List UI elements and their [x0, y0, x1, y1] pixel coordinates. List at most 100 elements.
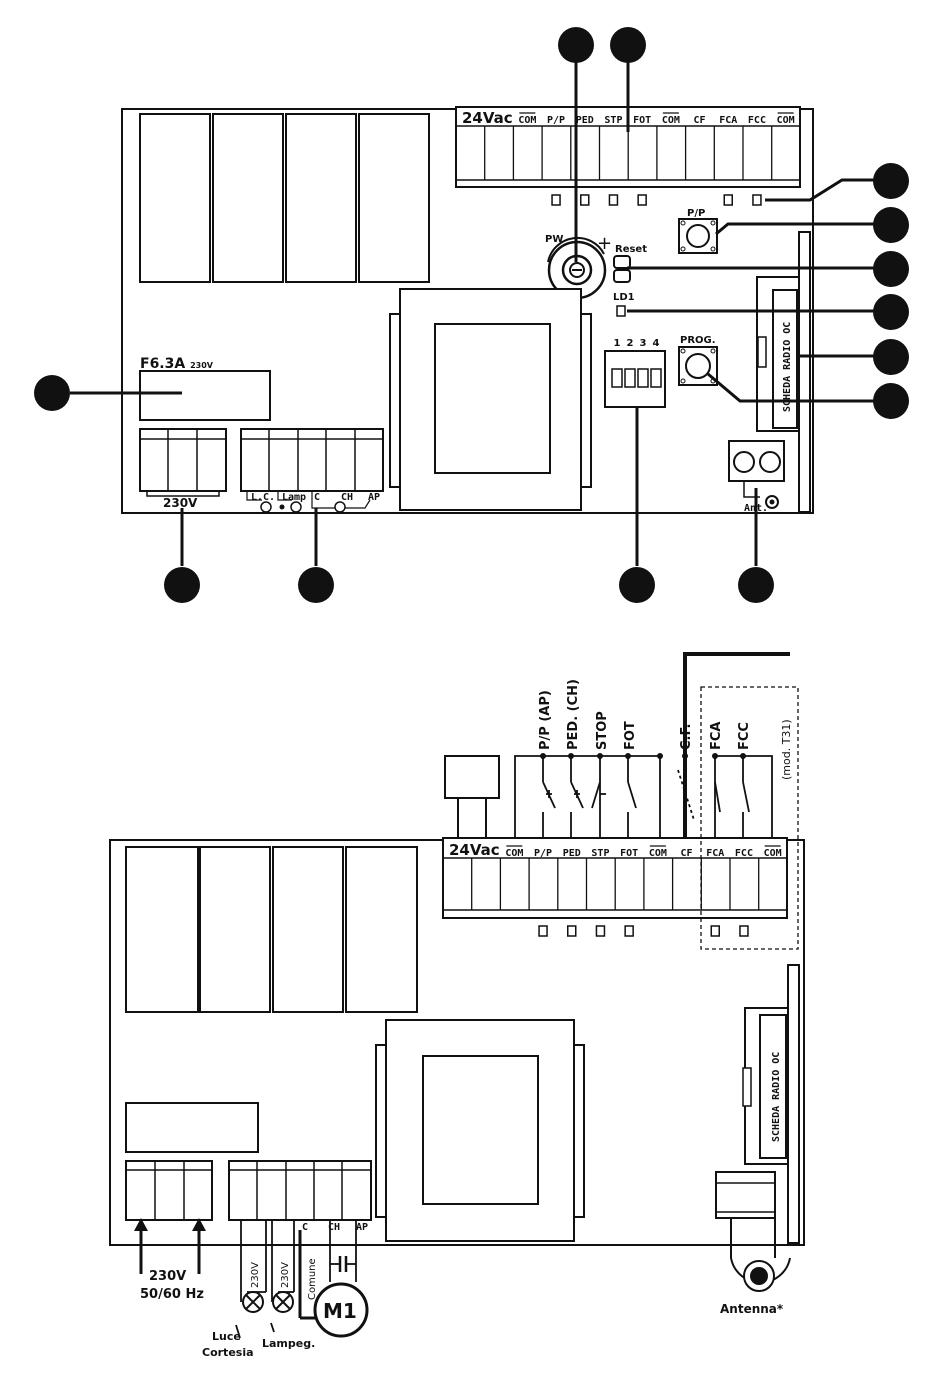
radio-card	[772, 289, 798, 429]
radio-card	[759, 1014, 787, 1159]
cortesia-label: Cortesia	[202, 1346, 254, 1359]
input-led	[752, 194, 762, 206]
callout-marker	[873, 251, 909, 287]
out-ch-label: CH	[328, 1222, 340, 1233]
dip-switch-slot[interactable]	[624, 368, 636, 388]
terminal-label: P/P	[534, 848, 552, 859]
relay	[272, 846, 344, 1013]
relay	[199, 846, 271, 1013]
radio-card-label: SCHEDA RADIO OC	[782, 322, 793, 412]
relay	[358, 113, 430, 283]
terminal-label: CF	[694, 115, 706, 126]
ch-label: CH	[341, 492, 353, 503]
top-supply-label: 24Vac	[462, 109, 513, 127]
fuse	[125, 1102, 259, 1153]
input-label-ped: PED. (CH)	[566, 679, 581, 750]
dip-switch-slot[interactable]	[637, 368, 649, 388]
input-led	[608, 194, 619, 206]
terminal-label: FOT	[620, 848, 638, 859]
radio-card-label: SCHEDA RADIO OC	[771, 1052, 782, 1142]
terminal-label: FCA	[706, 848, 724, 859]
mod-t31-region	[700, 686, 799, 950]
input-led	[624, 925, 634, 937]
input-led	[595, 925, 606, 937]
callout-marker	[873, 339, 909, 375]
input-label-stop: STOP	[595, 711, 610, 750]
lampeg-label: Lampeg.	[262, 1337, 315, 1350]
input-led	[580, 194, 590, 206]
power-label-frequency: 50/60 Hz	[140, 1287, 204, 1302]
input-label-fcc: FCC	[737, 722, 752, 750]
lc-label: L.C.	[251, 492, 275, 503]
pp-button-label: P/P	[687, 208, 705, 219]
dip-switch-slot[interactable]	[650, 368, 662, 388]
mod-t31-label: (mod. T31)	[780, 719, 793, 780]
callout-marker	[164, 567, 200, 603]
input-label-fot: FOT	[623, 721, 638, 750]
input-wiring	[514, 652, 790, 838]
dip-number: 4	[653, 338, 660, 349]
terminal-label: PED	[563, 848, 581, 859]
ld1-led	[616, 305, 626, 317]
terminal-label: COM	[505, 848, 523, 859]
bottom-input-leds	[538, 925, 749, 937]
input-label-pp: P/P (AP)	[538, 690, 553, 750]
accessory-power-box	[444, 755, 500, 799]
ld1-label: LD1	[613, 292, 635, 303]
terminal-label: COM	[777, 115, 795, 126]
antenna-terminal	[715, 1171, 776, 1219]
callout-marker	[873, 207, 909, 243]
terminal-label: FCA	[719, 115, 737, 126]
input-led	[538, 925, 548, 937]
dip-switch-slots	[611, 368, 662, 388]
terminal-label: FOT	[633, 115, 651, 126]
lamp-voltage-label-2: 230V	[280, 1262, 291, 1288]
terminal-label: STP	[591, 848, 609, 859]
terminal-label: COM	[518, 115, 536, 126]
dip-switch-slot[interactable]	[611, 368, 623, 388]
main-voltage-label: 230V	[163, 496, 198, 510]
callout-marker	[34, 375, 70, 411]
comune-label: Comune	[307, 1258, 318, 1300]
top-input-leds	[551, 194, 762, 206]
prog-button-label: PROG.	[680, 335, 716, 346]
bottom-supply-label: 24Vac	[449, 841, 500, 859]
fuse	[139, 370, 271, 421]
motor-icon	[313, 1282, 369, 1338]
callout-marker	[298, 567, 334, 603]
input-label-cf: C.F.	[679, 724, 694, 750]
callout-marker	[873, 383, 909, 419]
antenna-label: Antenna*	[720, 1302, 784, 1316]
reset-jumper[interactable]	[613, 255, 631, 269]
input-led	[739, 925, 749, 937]
luce-label: Luce	[212, 1330, 241, 1343]
relay	[212, 113, 284, 283]
output-terminal-block	[228, 1160, 372, 1221]
terminal-label: FCC	[735, 848, 753, 859]
callout-marker	[873, 163, 909, 199]
input-led	[710, 925, 720, 937]
bottom-terminal-dividers	[471, 858, 760, 910]
callouts	[70, 52, 881, 566]
input-led	[567, 925, 577, 937]
relay	[125, 846, 199, 1013]
relay	[139, 113, 211, 283]
plus-label: +	[597, 233, 612, 254]
top-terminal-dividers	[484, 126, 773, 180]
callout-marker	[619, 567, 655, 603]
c-label: C	[314, 492, 320, 503]
motor-label: M1	[323, 1299, 357, 1323]
dip-number: 1	[614, 338, 621, 349]
power-label-voltage: 230V	[149, 1269, 186, 1284]
terminal-label: CF	[681, 848, 693, 859]
terminal-label: P/P	[547, 115, 565, 126]
out-c-label: C	[302, 1222, 308, 1233]
dip-number: 2	[627, 338, 634, 349]
input-led	[723, 194, 733, 206]
relay	[285, 113, 357, 283]
